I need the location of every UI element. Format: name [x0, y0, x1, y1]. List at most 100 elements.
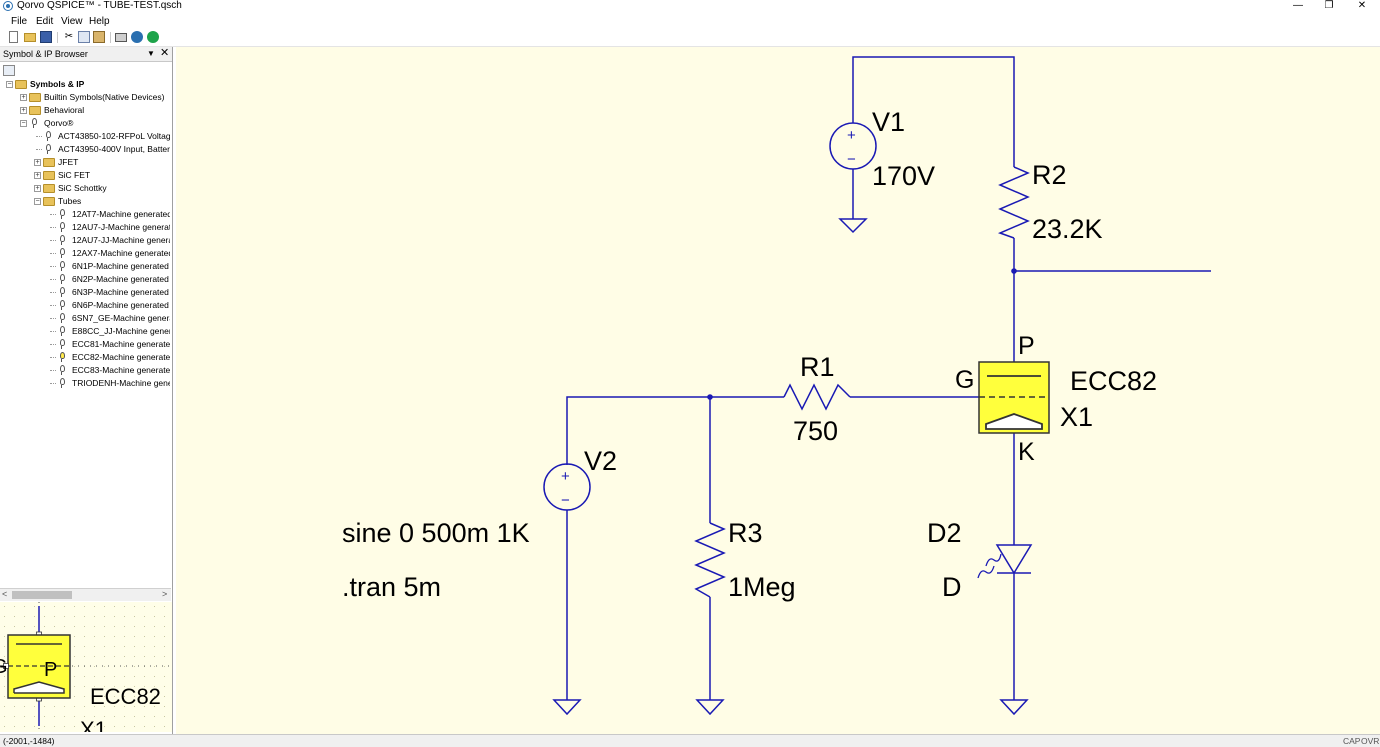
minimize-button[interactable]: — [1293, 0, 1303, 11]
r2-name-label[interactable]: R2 [1032, 160, 1067, 190]
collapse-icon[interactable]: − [34, 198, 41, 205]
tree-item[interactable]: −Symbols & IP [0, 78, 170, 91]
tree-item[interactable]: ECC83-Machine generated [0, 364, 170, 377]
x1-plate-label: P [1018, 332, 1035, 360]
folder-icon [43, 184, 55, 193]
x1-part-label[interactable]: ECC82 [1070, 366, 1157, 396]
new-icon[interactable] [9, 31, 18, 43]
v1-value-label[interactable]: 170V [872, 161, 935, 191]
scroll-thumb[interactable] [12, 591, 72, 599]
expand-icon[interactable]: + [20, 107, 27, 114]
print-icon[interactable] [115, 33, 127, 42]
symbol-bulb-icon [60, 287, 65, 297]
power-icon[interactable] [147, 31, 159, 43]
horizontal-scrollbar[interactable]: < > [0, 588, 171, 601]
d2-value-label[interactable]: D [942, 572, 962, 602]
tree-item[interactable]: E88CC_JJ-Machine generated [0, 325, 170, 338]
v2-name-label[interactable]: V2 [584, 446, 617, 476]
expand-icon[interactable]: + [34, 185, 41, 192]
copy-icon[interactable] [78, 31, 90, 43]
tree-item[interactable]: 12AU7-JJ-Machine generated [0, 234, 170, 247]
folder-icon [29, 93, 41, 102]
menu-file[interactable]: File [11, 16, 28, 27]
panel-menu-icon[interactable]: ▼ [147, 49, 155, 58]
tree-item[interactable]: ECC82-Machine generated [0, 351, 170, 364]
r3-name-label[interactable]: R3 [728, 518, 763, 548]
r3-resistor[interactable] [694, 522, 726, 598]
tree-item[interactable]: 6SN7_GE-Machine generated [0, 312, 170, 325]
tree-item[interactable]: +Builtin Symbols(Native Devices) [0, 91, 170, 104]
restore-button[interactable]: ❐ [1324, 0, 1334, 11]
tree-item[interactable]: 6N3P-Machine generated [0, 286, 170, 299]
open-icon[interactable] [24, 33, 36, 42]
tree-item[interactable]: 12AX7-Machine generated [0, 247, 170, 260]
preview-part-label: ECC82 [90, 684, 161, 709]
collapse-icon[interactable]: − [6, 81, 13, 88]
v1-name-label[interactable]: V1 [872, 107, 905, 137]
tree-item[interactable]: −Tubes [0, 195, 170, 208]
tree-item-label: E88CC_JJ-Machine generated [72, 326, 170, 336]
tree-item[interactable]: +JFET [0, 156, 170, 169]
v1-voltage-source[interactable]: + − [829, 122, 877, 170]
close-button[interactable]: ✕ [1357, 0, 1367, 11]
tree-item-label: ACT43950-400V Input, Battery [58, 144, 170, 154]
r2-resistor[interactable] [997, 166, 1030, 239]
folder-icon [43, 171, 55, 180]
r1-value-label[interactable]: 750 [793, 416, 838, 446]
browser-toolbar-icon[interactable] [3, 65, 15, 76]
tree-item-label: 12AX7-Machine generated [72, 248, 170, 258]
r2-value-label[interactable]: 23.2K [1032, 214, 1103, 244]
v2-value-label[interactable]: sine 0 500m 1K [342, 518, 530, 548]
menu-bar: File Edit View Help [0, 14, 1380, 29]
preview-svg: P G K ECC82 X1 [0, 602, 172, 732]
tree-item[interactable]: ACT43950-400V Input, Battery [0, 143, 170, 156]
tree-item[interactable]: 6N6P-Machine generated [0, 299, 170, 312]
tree-item[interactable]: 6N1P-Machine generated [0, 260, 170, 273]
scroll-right-icon[interactable]: > [162, 589, 168, 599]
tree-item-label: 6N2P-Machine generated [72, 274, 169, 284]
tree-item[interactable]: +SiC Schottky [0, 182, 170, 195]
save-icon[interactable] [40, 31, 52, 43]
x1-triode-tube[interactable] [978, 361, 1050, 434]
symbol-bulb-icon [60, 352, 65, 362]
svg-text:−: − [561, 492, 570, 509]
symbol-tree: −Symbols & IP+Builtin Symbols(Native Dev… [0, 78, 170, 588]
menu-edit[interactable]: Edit [36, 16, 54, 27]
d2-led[interactable] [977, 544, 1033, 579]
cut-icon[interactable]: ✂ [64, 31, 74, 42]
svg-text:+: + [847, 127, 856, 144]
tree-item[interactable]: TRIODENH-Machine generated [0, 377, 170, 390]
menu-help[interactable]: Help [89, 16, 110, 27]
expand-icon[interactable]: + [34, 159, 41, 166]
v2-voltage-source[interactable]: + − [543, 463, 591, 511]
help-icon[interactable] [131, 31, 143, 43]
tree-item[interactable]: ECC81-Machine generated [0, 338, 170, 351]
d2-name-label[interactable]: D2 [927, 518, 962, 548]
tree-item[interactable]: ACT43850-102-RFPoL Voltage [0, 130, 170, 143]
symbol-bulb-icon [60, 274, 65, 284]
schematic-svg[interactable]: + − V1 170V R2 23.2K R1 750 P G K ECC82 … [176, 47, 1380, 734]
symbol-bulb-icon [32, 118, 37, 128]
collapse-icon[interactable]: − [20, 120, 27, 127]
x1-grid-label: G [955, 366, 974, 394]
tree-item[interactable]: 12AT7-Machine generated [0, 208, 170, 221]
tree-item-label: 6N1P-Machine generated [72, 261, 169, 271]
r1-resistor[interactable] [783, 383, 851, 411]
tree-item[interactable]: −Qorvo® [0, 117, 170, 130]
x1-ref-label[interactable]: X1 [1060, 402, 1093, 432]
tree-item[interactable]: 6N2P-Machine generated [0, 273, 170, 286]
tree-item[interactable]: +SiC FET [0, 169, 170, 182]
symbol-bulb-icon [60, 365, 65, 375]
panel-close-button[interactable]: ✕ [160, 47, 170, 59]
tree-item[interactable]: 12AU7-J-Machine generated [0, 221, 170, 234]
r3-value-label[interactable]: 1Meg [728, 572, 796, 602]
menu-view[interactable]: View [61, 16, 83, 27]
schematic-canvas[interactable]: + − V1 170V R2 23.2K R1 750 P G K ECC82 … [176, 47, 1380, 734]
tree-item[interactable]: +Behavioral [0, 104, 170, 117]
expand-icon[interactable]: + [34, 172, 41, 179]
scroll-left-icon[interactable]: < [2, 589, 8, 599]
r1-name-label[interactable]: R1 [800, 352, 835, 382]
paste-icon[interactable] [93, 31, 105, 43]
tran-directive[interactable]: .tran 5m [342, 572, 441, 602]
expand-icon[interactable]: + [20, 94, 27, 101]
